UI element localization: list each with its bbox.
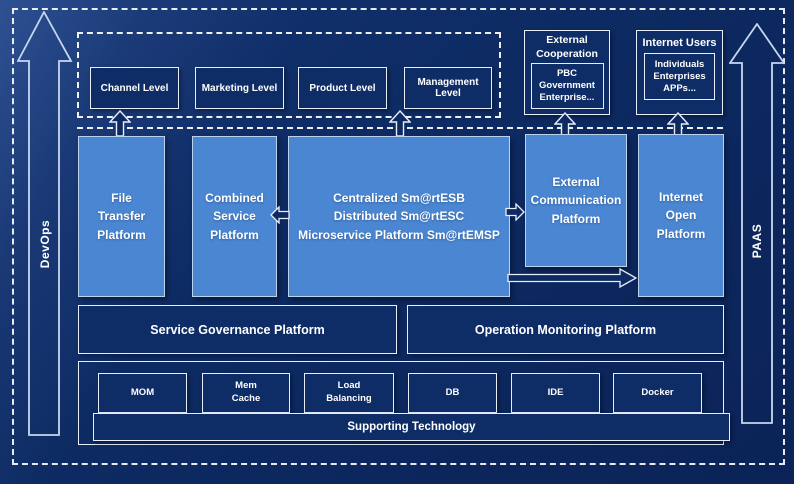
level-label: Marketing Level — [201, 82, 278, 94]
tech-box-mom: MOM — [98, 373, 187, 413]
platform-box-central-esb: Centralized Sm@rtESB Distributed Sm@rtES… — [288, 136, 510, 297]
platform-box-combined-service: Combined Service Platform — [192, 136, 277, 297]
left-arrow-icon — [270, 206, 290, 224]
external-cooperation-title: External Cooperation — [536, 34, 598, 60]
service-governance-platform-box: Service Governance Platform — [78, 305, 397, 354]
internet-users-title: Internet Users — [642, 37, 717, 49]
long-right-arrow-icon — [507, 268, 637, 288]
right-arrow-icon — [505, 203, 525, 221]
tech-box-load-balancing: Load Balancing — [304, 373, 394, 413]
tech-box-mem-cache: Mem Cache — [202, 373, 290, 413]
levels-dashed-container — [77, 32, 501, 118]
platform-box-file-transfer: File Transfer Platform — [78, 136, 165, 297]
devops-up-arrow-icon — [17, 11, 73, 436]
platform-box-external-communication: External Communication Platform — [525, 134, 627, 267]
level-label: Product Level — [309, 82, 376, 94]
supporting-technology-container — [78, 361, 724, 445]
tech-box-ide: IDE — [511, 373, 600, 413]
level-label: Channel Level — [100, 82, 169, 94]
external-cooperation-box: External Cooperation PBC Government Ente… — [524, 30, 610, 115]
up-arrow-icon — [389, 110, 411, 137]
platform-box-internet-open: Internet Open Platform — [638, 134, 724, 297]
outer-dashed-frame — [12, 8, 785, 465]
level-box-marketing: Marketing Level — [195, 67, 284, 109]
internet-users-box: Internet Users Individuals Enterprises A… — [636, 30, 723, 115]
level-box-product: Product Level — [298, 67, 387, 109]
tech-box-docker: Docker — [613, 373, 702, 413]
up-arrow-icon — [109, 110, 131, 137]
devops-rail-label: DevOps — [38, 219, 52, 269]
level-box-management: Management Level — [404, 67, 492, 109]
paas-rail-label: PAAS — [750, 223, 764, 259]
internet-users-members: Individuals Enterprises APPs... — [644, 53, 715, 101]
supporting-technology-bar: Supporting Technology — [93, 413, 730, 441]
level-box-channel: Channel Level — [90, 67, 179, 109]
tech-box-db: DB — [408, 373, 497, 413]
level-label: Management Level — [417, 77, 479, 99]
paas-up-arrow-icon — [729, 23, 785, 424]
operation-monitoring-platform-box: Operation Monitoring Platform — [407, 305, 724, 354]
external-cooperation-members: PBC Government Enterprise... — [530, 63, 604, 110]
